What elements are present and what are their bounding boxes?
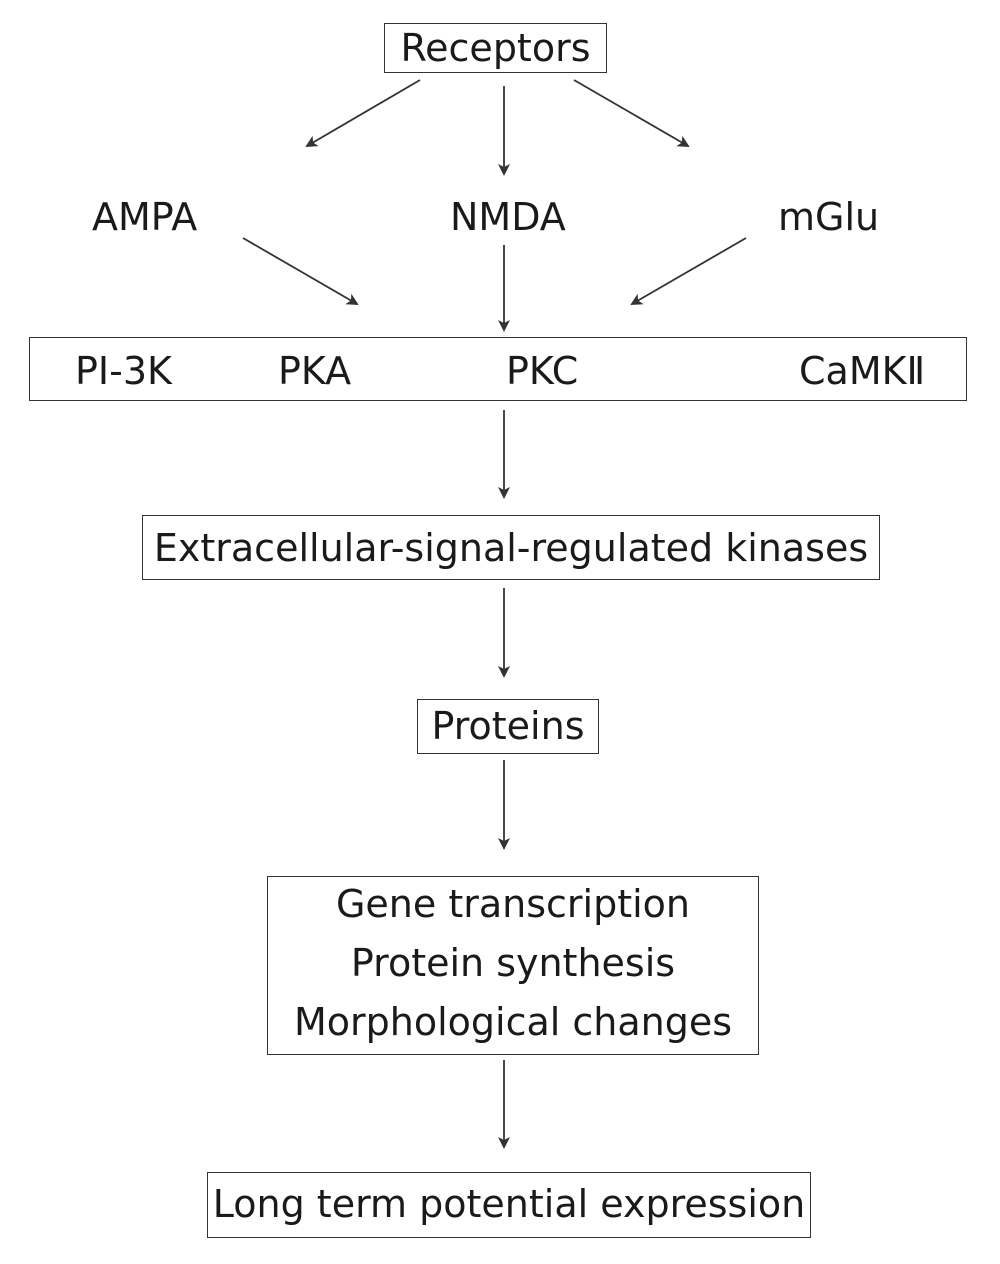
outcome-label: Long term potential expression — [212, 1182, 806, 1226]
outcome-box: Long term potential expression — [207, 1172, 811, 1238]
arrow-receptors-to-ampa — [305, 79, 421, 148]
effects-line-3: Morphological changes — [293, 1000, 733, 1044]
effects-line-2: Protein synthesis — [350, 941, 676, 985]
arrow-mglu-to-kinases — [630, 237, 747, 306]
proteins-box: Proteins — [417, 699, 599, 754]
erk-box: Extracellular-signal-regulated kinases — [142, 515, 880, 580]
arrow-ampa-to-kinases — [242, 237, 359, 306]
effects-line-1: Gene transcription — [335, 882, 691, 926]
arrow-receptors-to-mglu — [573, 79, 690, 148]
kinases-box: PI-3K PKA PKC CaMKⅡ — [29, 337, 967, 401]
pkc-label: PKC — [506, 349, 579, 393]
effects-box: Gene transcription Protein synthesis Mor… — [267, 876, 759, 1055]
pi3k-label: PI-3K — [75, 349, 172, 393]
pka-label: PKA — [278, 349, 352, 393]
mglu-label: mGlu — [778, 195, 880, 239]
proteins-label: Proteins — [431, 704, 585, 748]
ampa-label: AMPA — [92, 195, 198, 239]
receptors-box: Receptors — [384, 23, 607, 73]
nmda-label: NMDA — [450, 195, 566, 239]
erk-label: Extracellular-signal-regulated kinases — [153, 526, 869, 570]
camk-label: CaMKⅡ — [799, 349, 926, 393]
receptors-label: Receptors — [400, 26, 591, 70]
